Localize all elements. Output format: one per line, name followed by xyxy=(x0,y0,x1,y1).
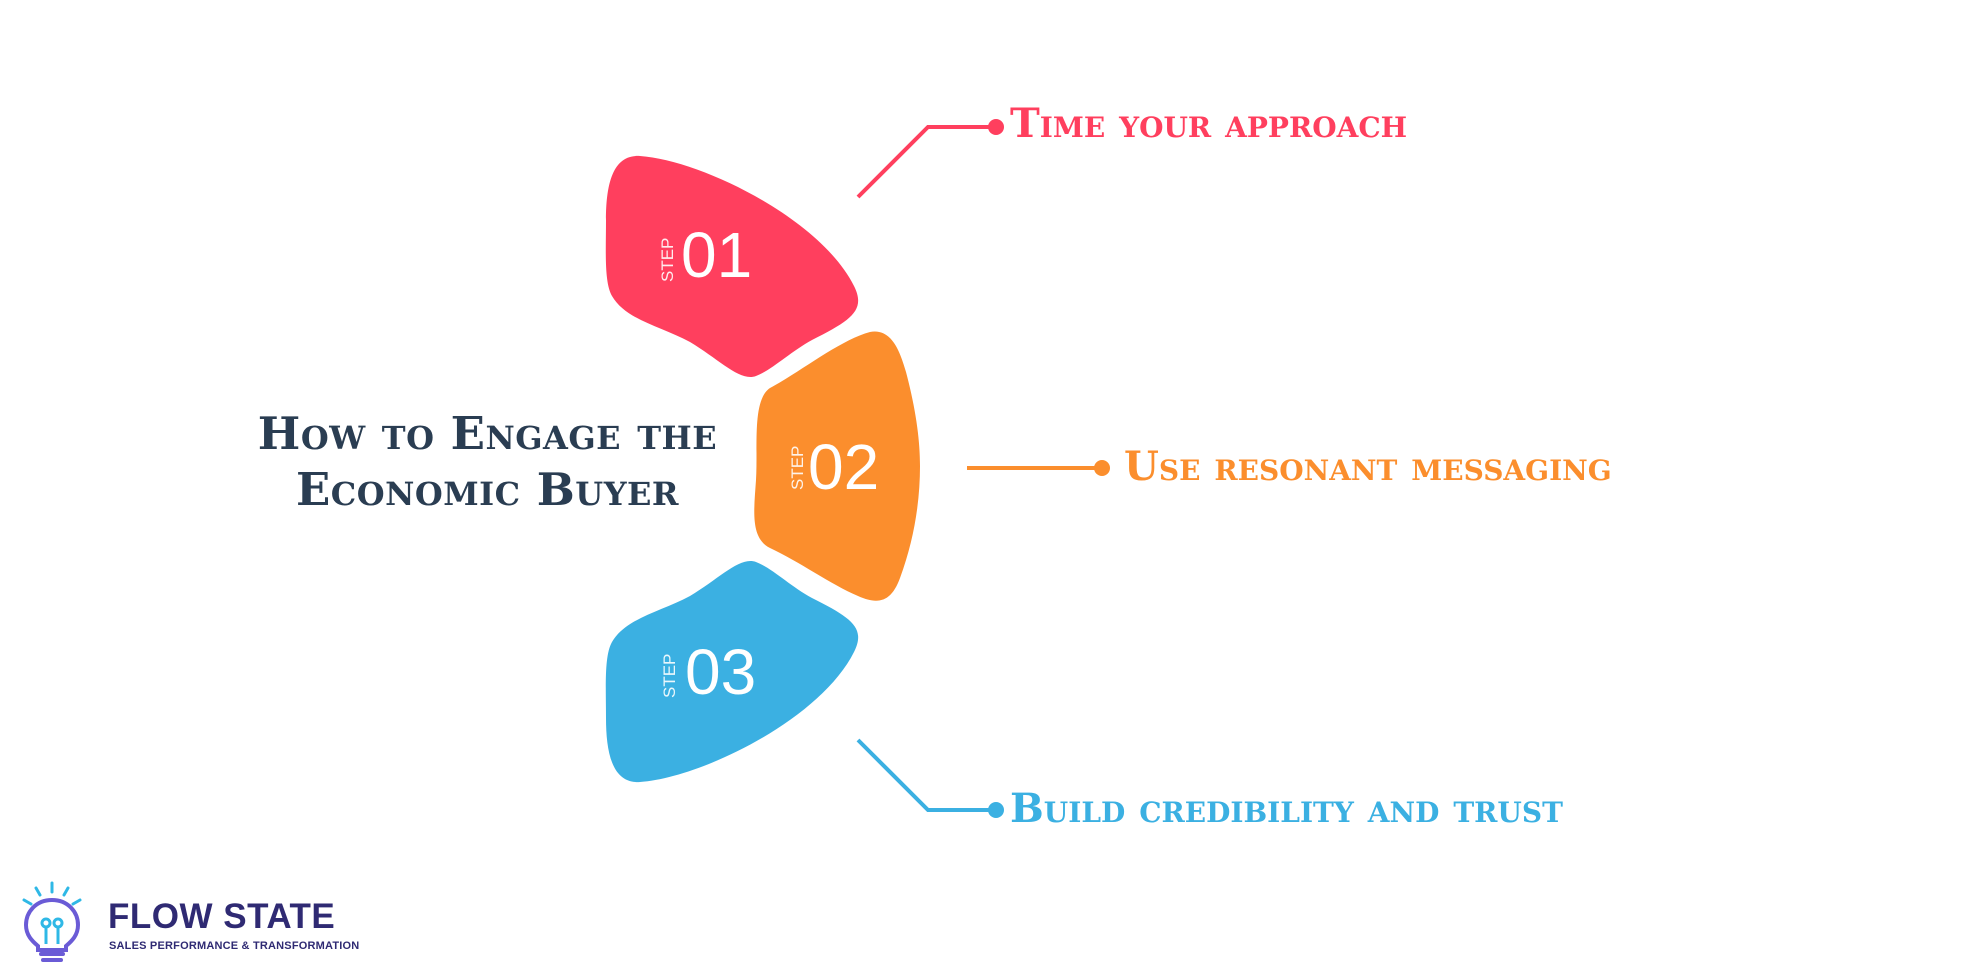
step-2-label: Use resonant messaging xyxy=(1124,443,1612,490)
step-3-number: 03 xyxy=(685,636,756,708)
title-line-2: Economic Buyer xyxy=(295,463,680,516)
step-1-number: 01 xyxy=(681,219,752,291)
step-1-prefix: STEP xyxy=(658,238,677,282)
step-3-segment: STEP 03 xyxy=(605,560,859,783)
lightbulb-icon xyxy=(22,881,82,962)
title-line-1: How to Engage the xyxy=(257,407,718,460)
step-1-shape xyxy=(605,155,859,378)
flow-state-logo: FLOW STATE SALES PERFORMANCE & TRANSFORM… xyxy=(12,880,359,966)
connector-1-dot xyxy=(988,119,1004,135)
brand-name: FLOW STATE xyxy=(108,897,336,936)
connector-3 xyxy=(856,738,1004,818)
connector-3-dot xyxy=(988,802,1004,818)
step-2-prefix: STEP xyxy=(788,446,807,490)
connector-2-dot xyxy=(1094,460,1110,476)
connector-2 xyxy=(967,460,1110,476)
brand-tagline: SALES PERFORMANCE & TRANSFORMATION xyxy=(109,940,360,952)
step-3-shape xyxy=(605,560,859,783)
step-3-prefix: STEP xyxy=(660,654,679,698)
step-1-segment: STEP 01 xyxy=(605,155,859,378)
connector-1 xyxy=(856,119,1004,199)
step-2-segment: STEP 02 xyxy=(754,331,920,601)
step-3-label: Build credibility and trust xyxy=(1010,785,1563,832)
step-1-label: Time your approach xyxy=(1010,100,1408,147)
step-2-shape xyxy=(754,331,920,601)
step-2-number: 02 xyxy=(808,431,879,503)
diagram-title: How to Engage the Economic Buyer xyxy=(225,406,750,518)
